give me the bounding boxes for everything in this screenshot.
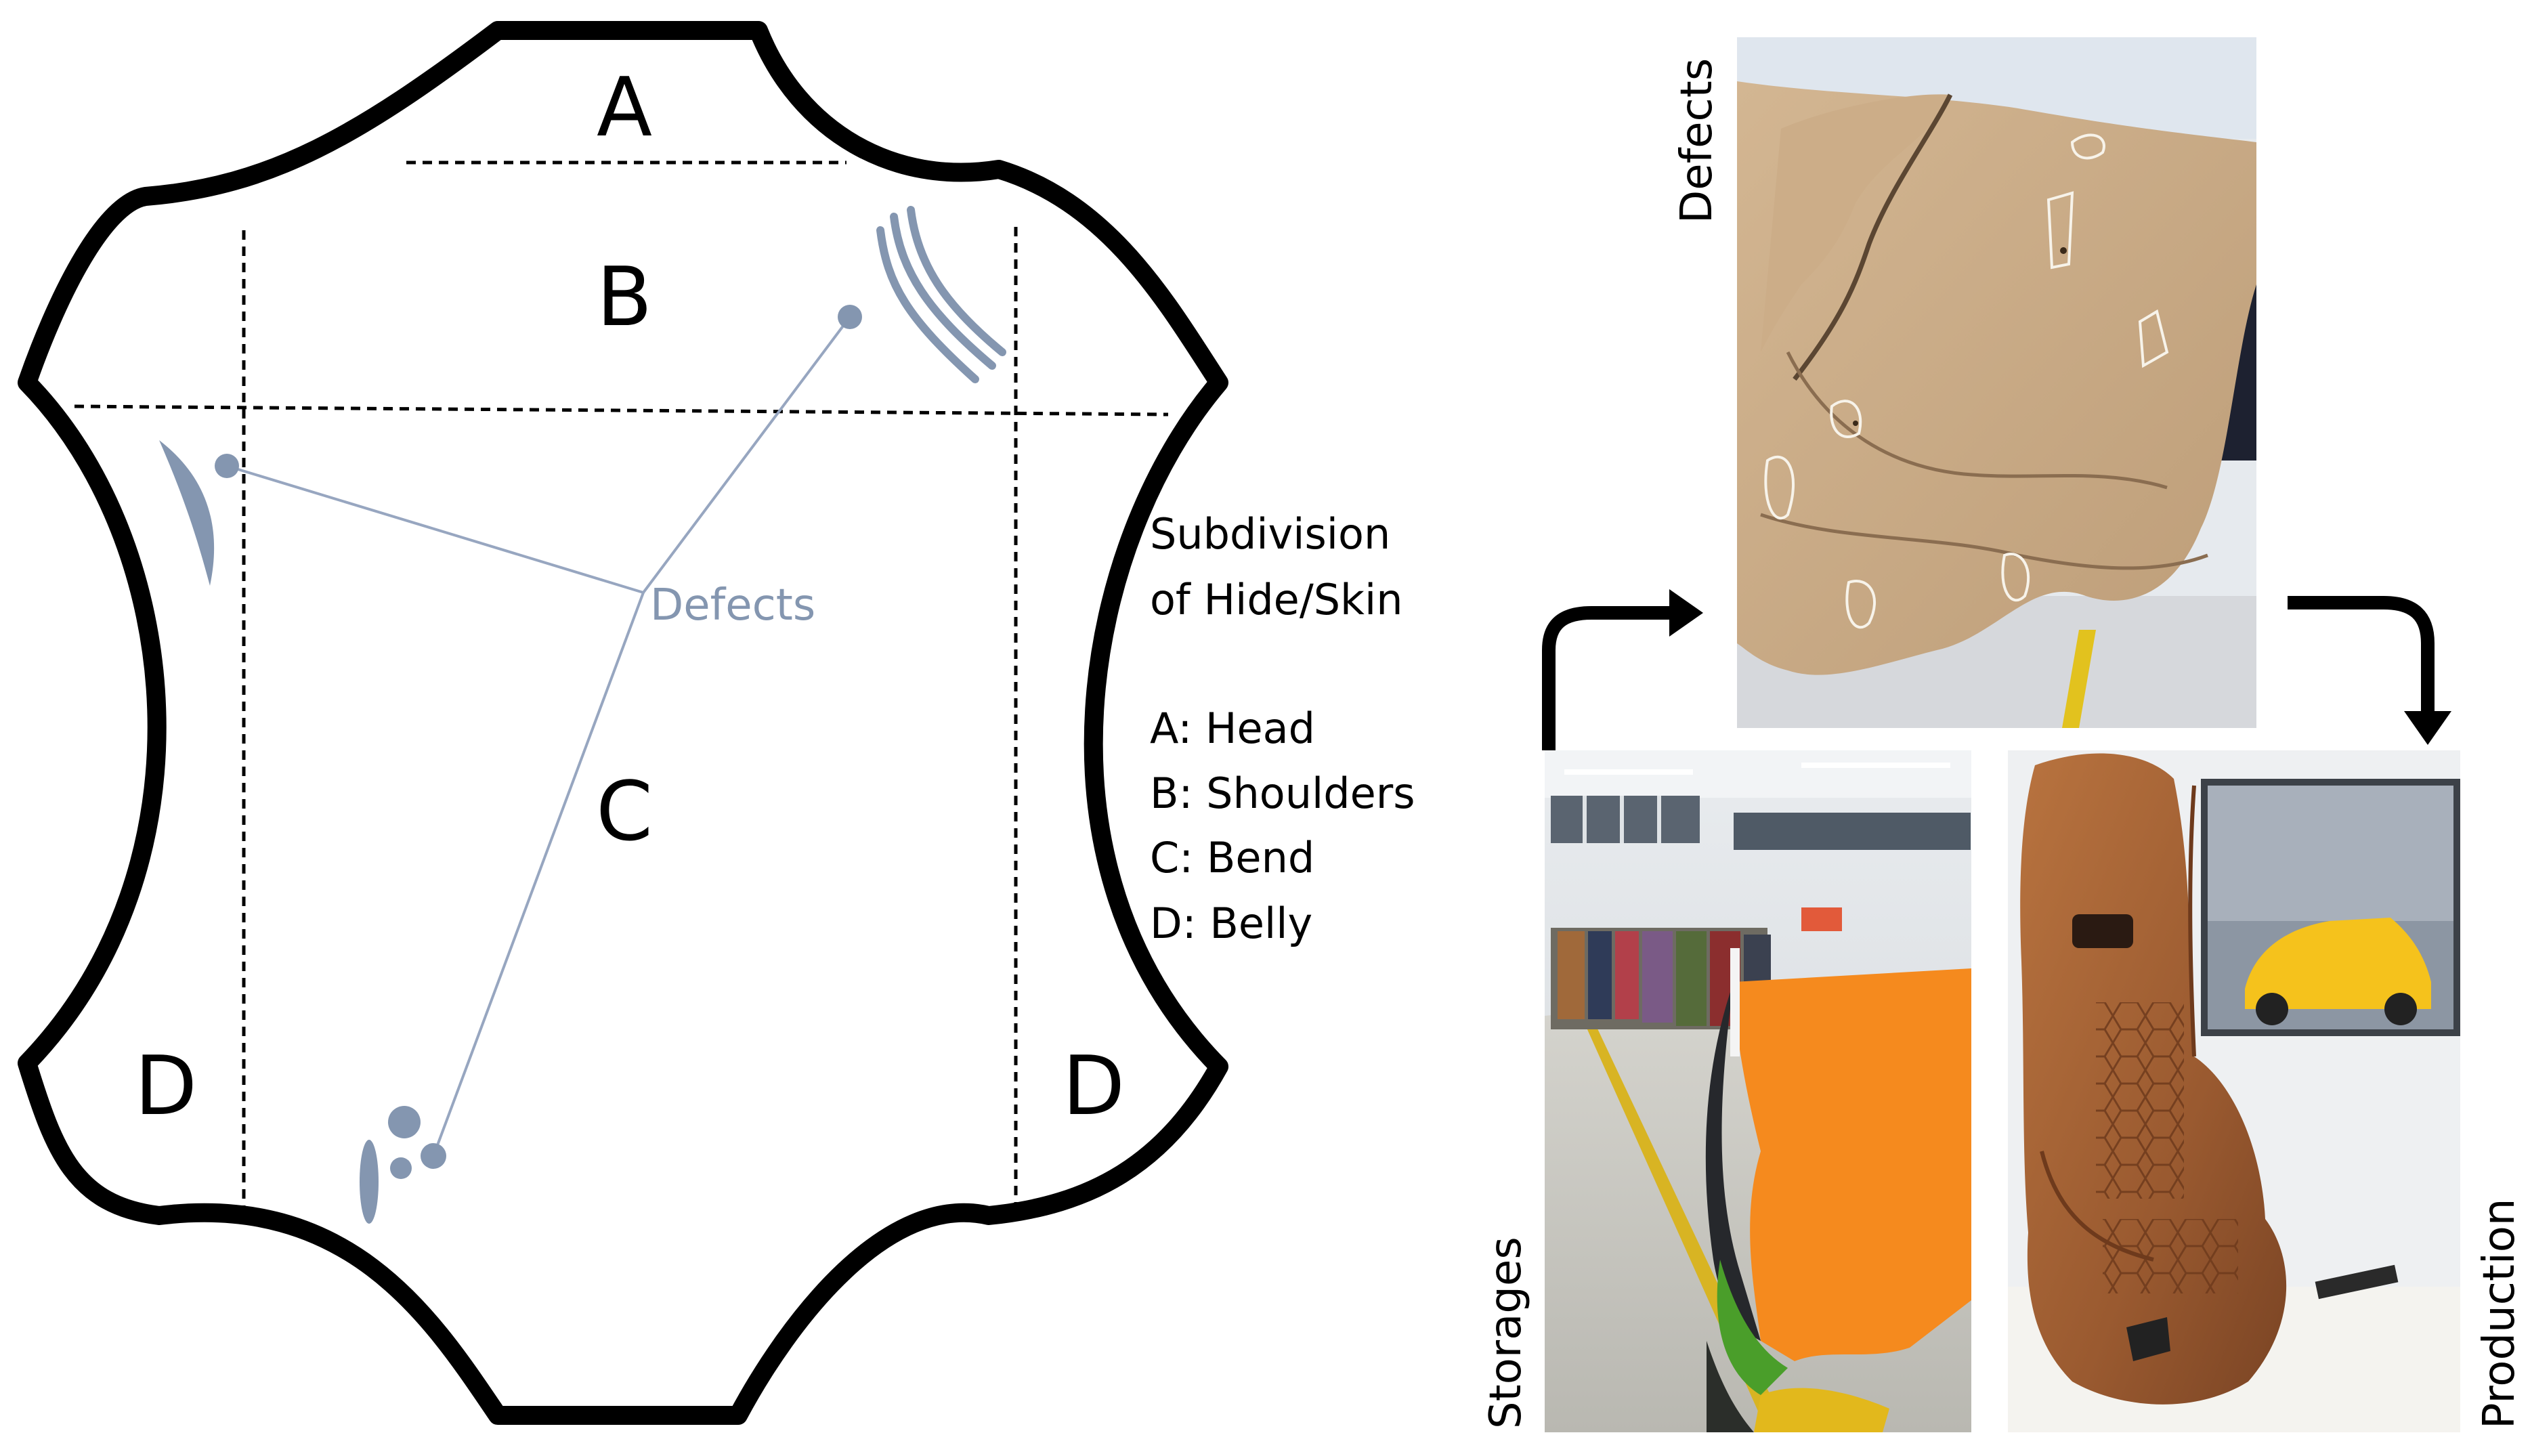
defect-crescent-mark [159, 440, 215, 586]
defect-marker-dot [421, 1143, 446, 1169]
zone-d-left-label: D [135, 1040, 197, 1134]
defect-spot-marks [360, 1106, 446, 1224]
production-photo-label: Production [2474, 1199, 2525, 1430]
defects-to-production-arrow [2288, 596, 2435, 714]
defects-photo-label: Defects [1672, 58, 1722, 223]
arrowhead-icon [2404, 711, 2451, 745]
legend-title-line1: Subdivision [1150, 509, 1390, 559]
hide-diagram: A B C D D Defects [18, 21, 1228, 1425]
defects-photo [1737, 37, 2256, 728]
zone-c-label: C [596, 765, 653, 859]
legend-item-shoulders: B: Shoulders [1150, 769, 1415, 818]
defect-scratch-marks [876, 206, 1006, 383]
zone-d-right-label: D [1063, 1040, 1125, 1134]
production-photo [2008, 750, 2460, 1432]
storages-photo [1545, 750, 1971, 1432]
shoulder-boundary-line [74, 404, 1169, 416]
storages-to-defects-arrow [1542, 606, 1673, 750]
defect-leader-lines [226, 316, 851, 1157]
hide-outline [18, 21, 1228, 1425]
subdivision-lines [74, 160, 1169, 1219]
defects-label: Defects [650, 580, 815, 630]
storages-photo-label: Storages [1481, 1237, 1531, 1429]
defect-marker-dot [215, 454, 239, 478]
legend-item-bend: C: Bend [1150, 833, 1314, 882]
legend: Subdivision of Hide/Skin A: Head B: Shou… [1150, 509, 1415, 948]
legend-item-belly: D: Belly [1150, 899, 1312, 948]
defect-marker-dot [838, 305, 862, 329]
zone-a-label: A [597, 61, 652, 155]
flow-arrows [1542, 589, 2451, 750]
zone-b-label: B [597, 251, 652, 345]
legend-title-line2: of Hide/Skin [1150, 575, 1402, 624]
arrowhead-icon [1669, 589, 1703, 637]
legend-item-head: A: Head [1150, 704, 1315, 753]
